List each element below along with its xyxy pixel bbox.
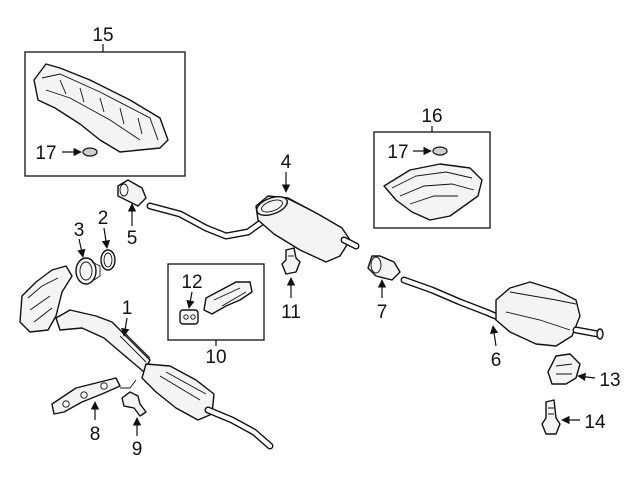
connector-7-group (367, 255, 401, 298)
bolt-11-group (281, 247, 301, 298)
connector-5-group (117, 179, 147, 226)
heat-shield-rear-group (373, 126, 491, 229)
bolt-14 (541, 399, 561, 435)
muffler-bracket-13 (547, 353, 581, 385)
callout-3: 3 (74, 220, 85, 241)
front-pipe-catalytic-converter (19, 265, 274, 450)
callout-9: 9 (132, 439, 143, 460)
bolt-14-group (541, 399, 580, 435)
callout-14: 14 (584, 412, 606, 433)
bolt-9-group (121, 391, 147, 436)
bracket-13-group (547, 353, 596, 385)
callout-6: 6 (491, 350, 502, 371)
gasket-2 (100, 249, 116, 271)
callout-2: 2 (98, 208, 109, 229)
rear-muffler-6 (495, 281, 581, 347)
clip-17-rear (432, 146, 448, 156)
leader-6 (489, 325, 499, 347)
callout-12: 12 (181, 272, 202, 293)
callout-13: 13 (599, 370, 620, 391)
leader-12 (186, 291, 195, 309)
heat-shield-front-group (24, 44, 186, 177)
bolt-9 (121, 391, 147, 417)
center-resonator-group (146, 172, 360, 263)
flange-gasket-group (51, 377, 121, 420)
catalytic-converter-body (141, 363, 215, 421)
heat-shield-front-box (24, 51, 186, 177)
leader-2 (101, 227, 111, 249)
leader-13 (577, 372, 596, 382)
leader-3 (77, 238, 86, 258)
callout-17-front: 17 (35, 143, 56, 164)
callout-4: 4 (281, 152, 292, 173)
front-flex-pipe (55, 309, 151, 373)
callout-16: 16 (421, 106, 442, 127)
heat-shield-rear (383, 163, 483, 221)
hanger-group (167, 263, 265, 346)
callout-17-rear: 17 (387, 142, 408, 163)
callout-10: 10 (205, 347, 226, 368)
callout-1: 1 (122, 298, 133, 319)
pipe-connector-5 (117, 179, 147, 207)
callout-15: 15 (92, 25, 113, 46)
leader-1 (121, 317, 130, 337)
clamp-3 (75, 257, 97, 285)
callout-5: 5 (127, 228, 138, 249)
bolt-11 (281, 247, 301, 275)
pipe-connector-7 (367, 255, 401, 281)
callout-7: 7 (377, 302, 388, 323)
hanger-bracket (203, 281, 253, 315)
hanger-insulator-12 (179, 309, 199, 325)
clip-17-front (82, 147, 98, 157)
clamp-and-gasket (75, 227, 116, 285)
heat-shield-front (33, 63, 169, 153)
callout-8: 8 (90, 424, 101, 445)
callout-11: 11 (281, 302, 301, 323)
rear-muffler-group (400, 276, 604, 347)
flange-gasket-8 (51, 377, 121, 415)
